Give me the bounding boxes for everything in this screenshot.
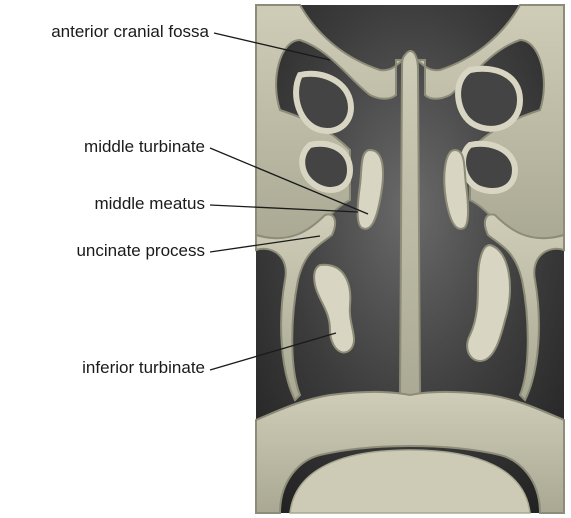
label-anterior-cranial-fossa: anterior cranial fossa xyxy=(51,22,209,42)
label-uncinate-process: uncinate process xyxy=(76,241,205,261)
label-inferior-turbinate: inferior turbinate xyxy=(82,358,205,378)
right-ethmoid-cell-lower xyxy=(463,144,515,191)
label-middle-meatus: middle meatus xyxy=(94,194,205,214)
left-ethmoid-cell-lower xyxy=(302,144,350,190)
right-ethmoid-cell-upper xyxy=(458,69,520,129)
nasal-septum xyxy=(400,51,420,411)
label-middle-turbinate: middle turbinate xyxy=(84,137,205,157)
